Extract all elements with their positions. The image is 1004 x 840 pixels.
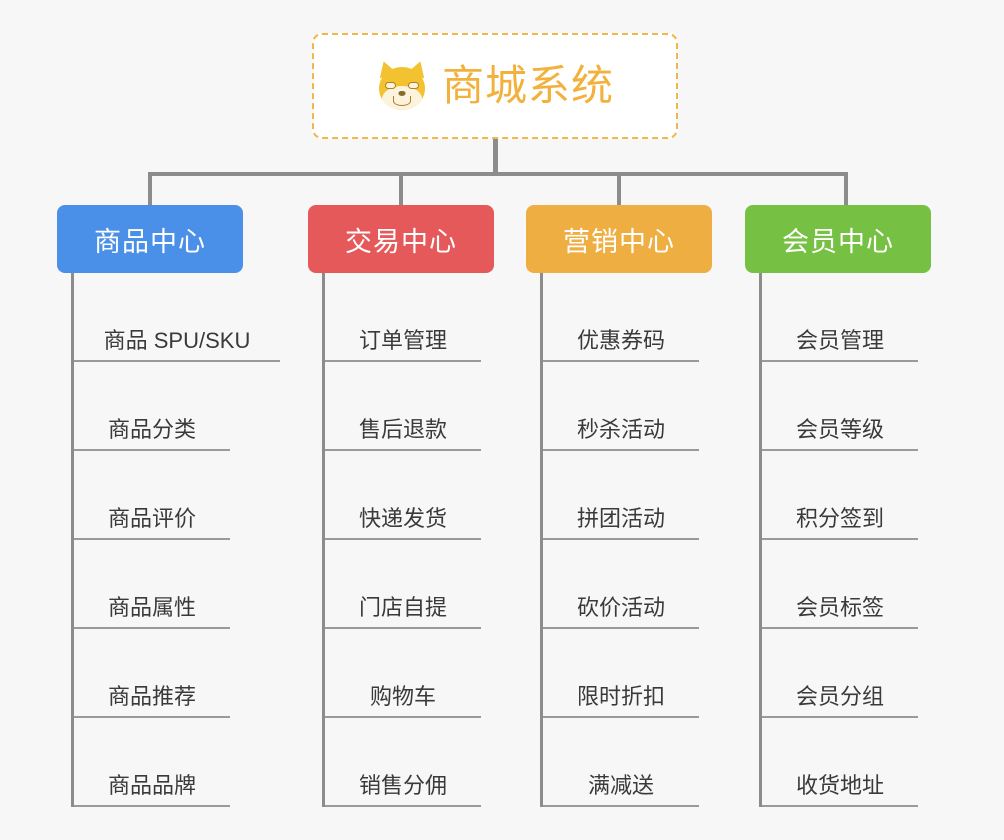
connector-branch-drop-1 — [399, 172, 403, 206]
connector-branch-drop-0 — [148, 172, 152, 206]
list-item[interactable]: 商品分类 — [74, 362, 230, 451]
list-item[interactable]: 优惠券码 — [543, 273, 699, 362]
list-item[interactable]: 会员标签 — [762, 540, 918, 629]
category-header-product[interactable]: 商品中心 — [57, 205, 243, 273]
category-column-marketing: 营销中心 优惠券码 秒杀活动 拼团活动 砍价活动 限时折扣 满减送 — [526, 205, 712, 807]
list-item-label: 快递发货 — [358, 505, 447, 531]
category-header-label: 交易中心 — [345, 226, 457, 257]
list-item-label: 会员管理 — [795, 327, 884, 353]
list-item-label: 订单管理 — [358, 327, 447, 353]
list-item-label: 限时折扣 — [576, 683, 665, 709]
list-item[interactable]: 会员等级 — [762, 362, 918, 451]
list-item-label: 商品品牌 — [107, 772, 196, 798]
list-item[interactable]: 积分签到 — [762, 451, 918, 540]
category-header-marketing[interactable]: 营销中心 — [526, 205, 712, 273]
list-item-label: 会员分组 — [795, 683, 884, 709]
leaf-list-trade: 订单管理 售后退款 快递发货 门店自提 购物车 销售分佣 — [322, 273, 494, 807]
list-item-label: 商品属性 — [107, 594, 196, 620]
leaf-list-member: 会员管理 会员等级 积分签到 会员标签 会员分组 收货地址 — [759, 273, 931, 807]
category-header-label: 会员中心 — [782, 226, 894, 257]
list-item[interactable]: 商品品牌 — [74, 718, 230, 807]
list-item-label: 售后退款 — [358, 416, 447, 442]
connector-root-drop — [493, 139, 498, 175]
connector-horizontal-bus — [148, 172, 848, 176]
list-item-label: 积分签到 — [795, 505, 884, 531]
list-item-label: 秒杀活动 — [576, 416, 665, 442]
leaf-list-marketing: 优惠券码 秒杀活动 拼团活动 砍价活动 限时折扣 满减送 — [540, 273, 712, 807]
list-item[interactable]: 快递发货 — [325, 451, 481, 540]
list-item[interactable]: 拼团活动 — [543, 451, 699, 540]
connector-branch-drop-3 — [844, 172, 848, 206]
list-item[interactable]: 门店自提 — [325, 540, 481, 629]
list-item[interactable]: 商品推荐 — [74, 629, 230, 718]
list-item[interactable]: 会员分组 — [762, 629, 918, 718]
root-node-title: 商城系统 — [441, 62, 614, 109]
list-item[interactable]: 砍价活动 — [543, 540, 699, 629]
list-item[interactable]: 秒杀活动 — [543, 362, 699, 451]
list-item[interactable]: 商品属性 — [74, 540, 230, 629]
list-item-label: 商品推荐 — [107, 683, 196, 709]
list-item-label: 会员标签 — [795, 594, 884, 620]
list-item[interactable]: 销售分佣 — [325, 718, 481, 807]
list-item-label: 门店自提 — [358, 594, 447, 620]
list-item-label: 收货地址 — [795, 772, 884, 798]
list-item[interactable]: 购物车 — [325, 629, 481, 718]
category-header-member[interactable]: 会员中心 — [745, 205, 931, 273]
category-column-product: 商品中心 商品 SPU/SKU 商品分类 商品评价 商品属性 商品推荐 商品品牌 — [57, 205, 280, 807]
shiba-inu-dog-icon — [375, 58, 429, 111]
list-item-label: 商品评价 — [107, 505, 196, 531]
list-item[interactable]: 收货地址 — [762, 718, 918, 807]
list-item[interactable]: 会员管理 — [762, 273, 918, 362]
category-column-trade: 交易中心 订单管理 售后退款 快递发货 门店自提 购物车 销售分佣 — [308, 205, 494, 807]
list-item-label: 会员等级 — [795, 416, 884, 442]
list-item-label: 商品 SPU/SKU — [103, 327, 251, 353]
list-item[interactable]: 满减送 — [543, 718, 699, 807]
list-item-label: 满减送 — [587, 772, 654, 798]
category-header-trade[interactable]: 交易中心 — [308, 205, 494, 273]
list-item[interactable]: 订单管理 — [325, 273, 481, 362]
list-item-label: 砍价活动 — [576, 594, 665, 620]
list-item[interactable]: 商品评价 — [74, 451, 230, 540]
list-item[interactable]: 商品 SPU/SKU — [74, 273, 280, 362]
list-item-label: 购物车 — [369, 683, 436, 709]
list-item-label: 销售分佣 — [358, 772, 447, 798]
leaf-list-product: 商品 SPU/SKU 商品分类 商品评价 商品属性 商品推荐 商品品牌 — [71, 273, 280, 807]
list-item-label: 优惠券码 — [576, 327, 665, 353]
root-node-mall-system[interactable]: 商城系统 — [312, 33, 678, 139]
list-item[interactable]: 限时折扣 — [543, 629, 699, 718]
category-header-label: 营销中心 — [563, 226, 675, 257]
category-column-member: 会员中心 会员管理 会员等级 积分签到 会员标签 会员分组 收货地址 — [745, 205, 931, 807]
list-item-label: 拼团活动 — [576, 505, 665, 531]
list-item-label: 商品分类 — [107, 416, 196, 442]
connector-branch-drop-2 — [617, 172, 621, 206]
list-item[interactable]: 售后退款 — [325, 362, 481, 451]
category-header-label: 商品中心 — [94, 226, 206, 257]
